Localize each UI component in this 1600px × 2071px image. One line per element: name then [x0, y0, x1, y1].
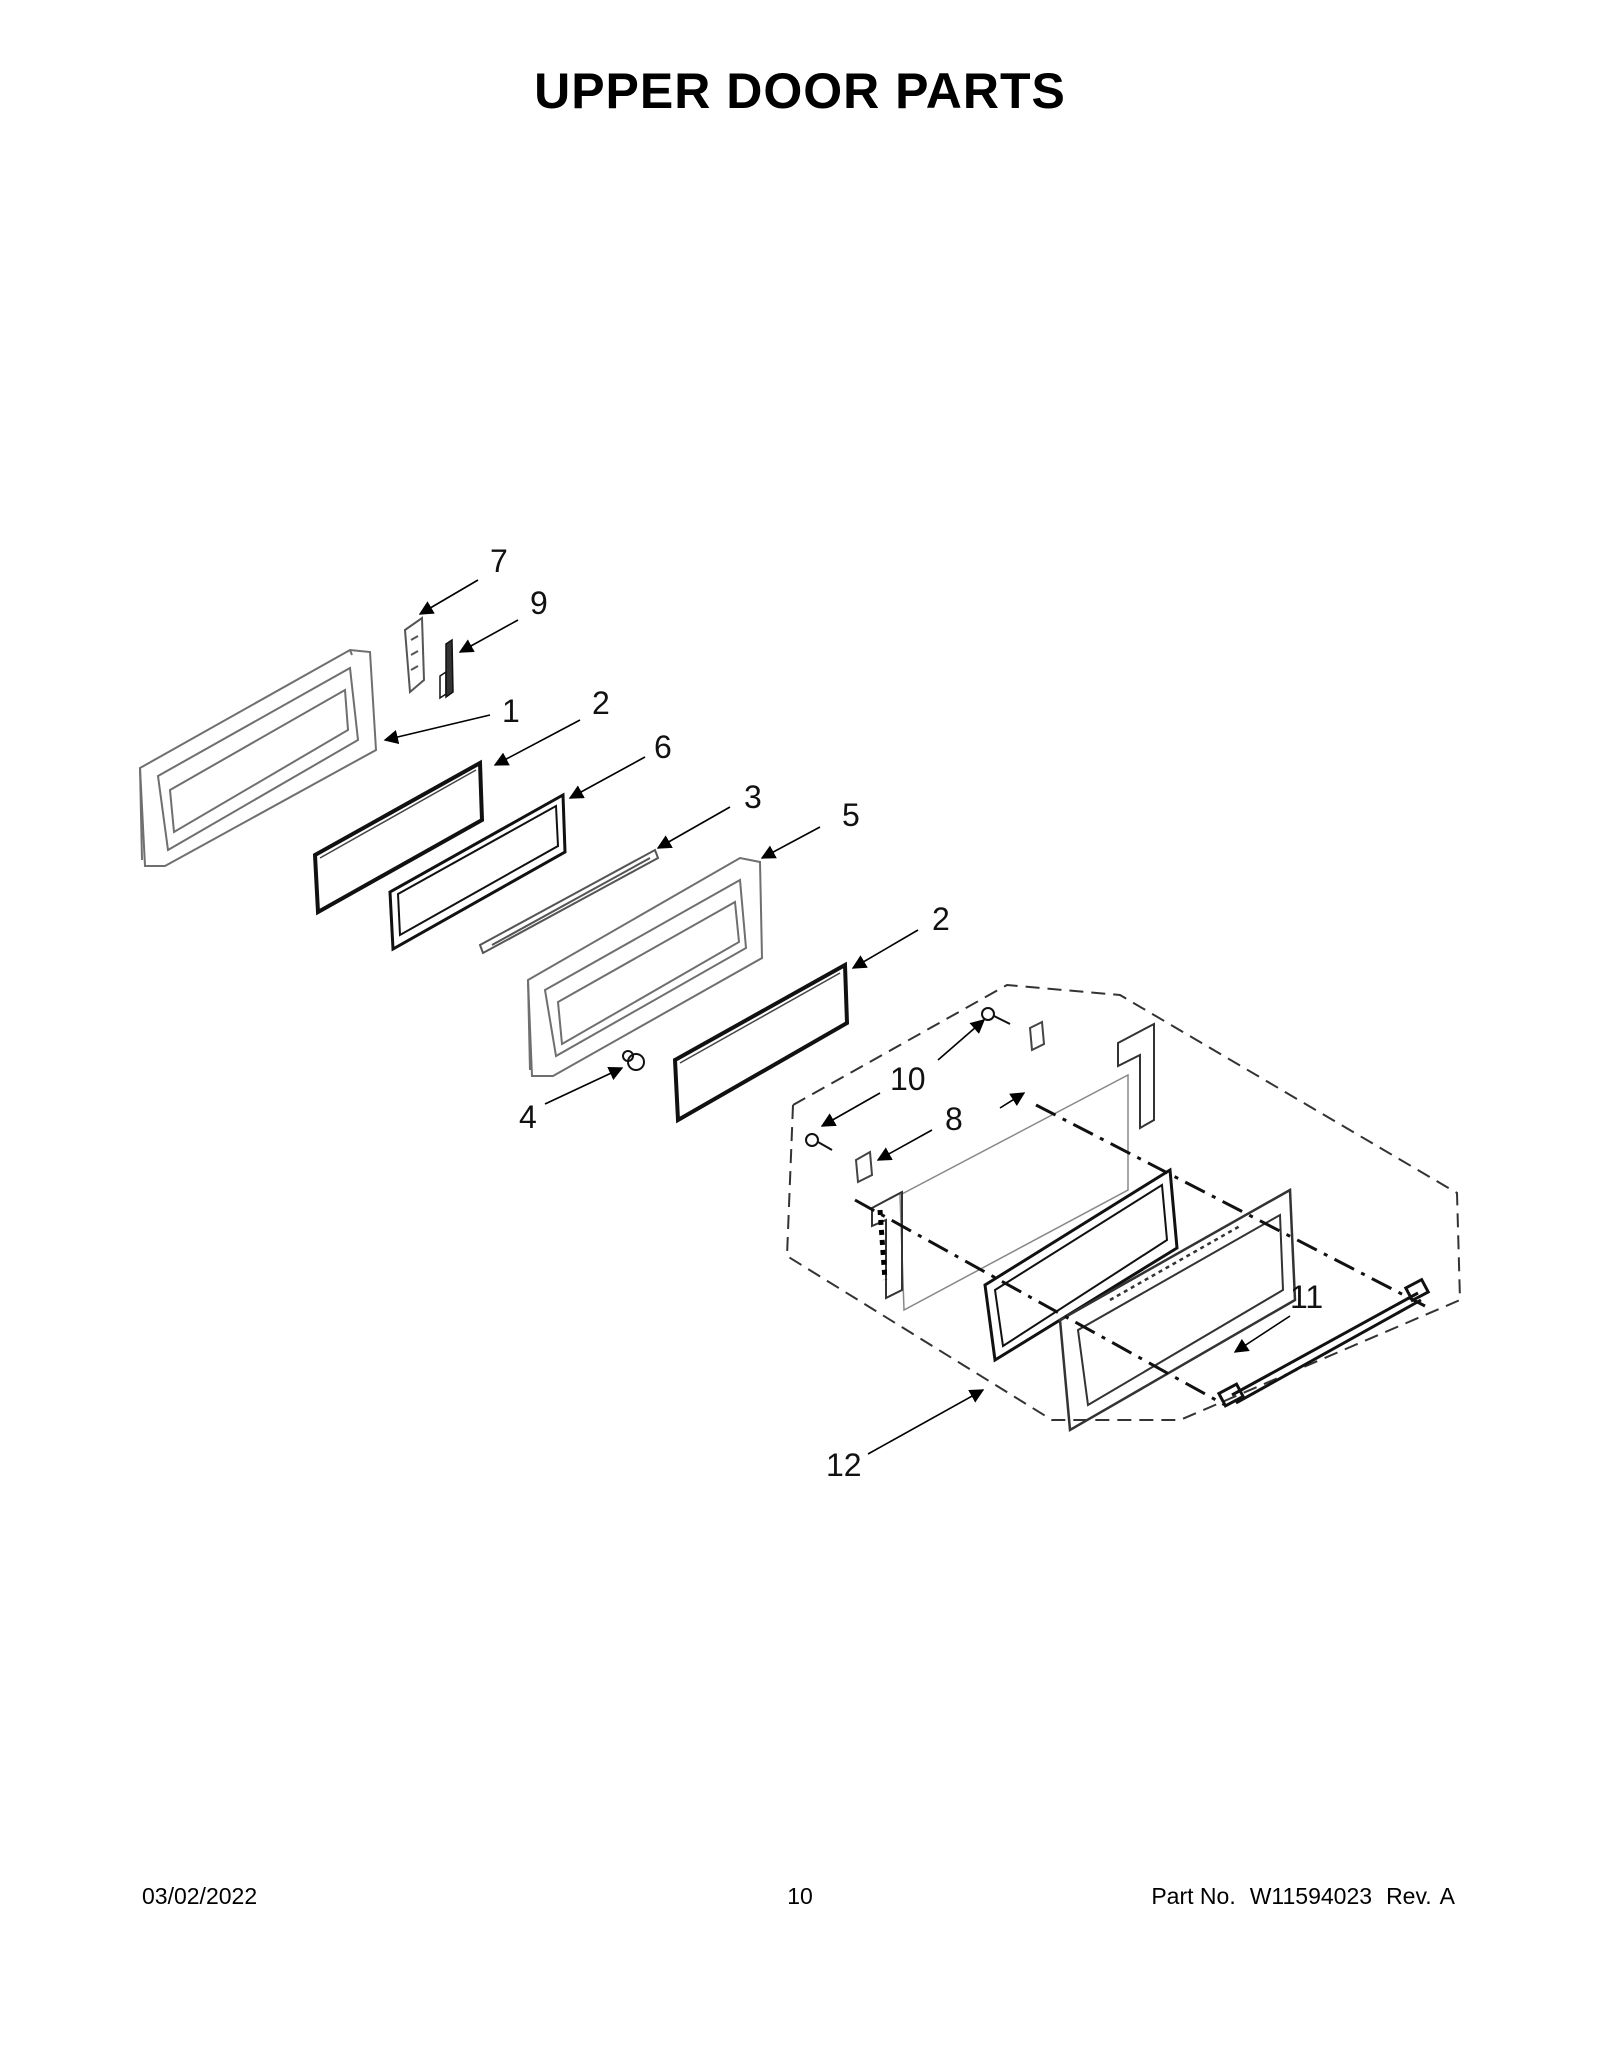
leader-9	[458, 619, 519, 653]
leader-8-a	[999, 1092, 1026, 1109]
part-2-glass-panel-lower	[672, 961, 850, 1124]
footer-page-number: 10	[787, 1883, 813, 1909]
part-1-inner-door-frame	[138, 648, 378, 867]
part-3-trim-strip	[478, 848, 660, 955]
callout-10-a: 10	[890, 1061, 926, 1097]
callout-7: 7	[490, 543, 508, 579]
leader-1	[383, 714, 491, 745]
leader-lines	[383, 579, 1291, 1455]
part-12-door-assembly	[785, 983, 1462, 1421]
callout-12: 12	[826, 1447, 862, 1483]
callout-8-a: 8	[945, 1101, 963, 1137]
assembly-inner-glass	[899, 1073, 1129, 1312]
footer-date: 03/02/2022	[142, 1883, 258, 1909]
part-5-outer-door-frame	[526, 856, 764, 1077]
callout-6: 6	[654, 729, 672, 765]
leader-3	[656, 806, 731, 849]
assembly-door-panel	[1058, 1187, 1297, 1433]
part-number: W11594023	[1249, 1883, 1373, 1909]
leader-2-upper	[493, 719, 581, 766]
rev-label: Rev.	[1386, 1883, 1432, 1909]
part-4-screw	[622, 1050, 645, 1071]
assembly-gasket	[983, 1167, 1179, 1363]
leader-8-b	[876, 1129, 933, 1161]
leader-7	[418, 579, 479, 615]
leader-12	[867, 1389, 985, 1455]
footer-part-number: Part No. W11594023 Rev. A	[1137, 1883, 1455, 1910]
leader-10-a	[937, 1019, 986, 1061]
leader-11	[1233, 1315, 1291, 1353]
page-title: UPPER DOOR PARTS	[534, 63, 1066, 119]
callout-4: 4	[519, 1099, 537, 1135]
callout-3: 3	[744, 779, 762, 815]
leader-6	[568, 756, 646, 799]
callout-9: 9	[530, 585, 548, 621]
part-8-brackets	[854, 1020, 1046, 1184]
part-9-hinge-pin	[439, 638, 454, 700]
part-2-glass-panel-upper	[312, 759, 485, 916]
callout-labels: 7 9 1 2 6 3 5 2 4 10 8 11 12	[490, 543, 1323, 1483]
callout-11: 11	[1290, 1279, 1323, 1315]
assembly-side-brackets	[871, 1022, 1155, 1300]
part-11-handle	[1216, 1277, 1431, 1408]
callout-1: 1	[502, 693, 520, 729]
part-7-hinge-bracket	[403, 616, 426, 695]
leader-2-lower	[851, 929, 919, 969]
leader-4	[544, 1066, 624, 1105]
part-10-screws	[805, 1007, 1011, 1151]
callout-2-lower: 2	[932, 901, 950, 937]
rev-value: A	[1439, 1883, 1455, 1909]
part-label: Part No.	[1151, 1883, 1236, 1909]
part-6-gasket	[388, 792, 567, 952]
leader-5	[760, 826, 821, 859]
assembly-handle-mount-dashes	[854, 1103, 1426, 1407]
callout-5: 5	[842, 797, 860, 833]
callout-2-upper: 2	[592, 685, 610, 721]
leader-10-b	[820, 1092, 881, 1127]
